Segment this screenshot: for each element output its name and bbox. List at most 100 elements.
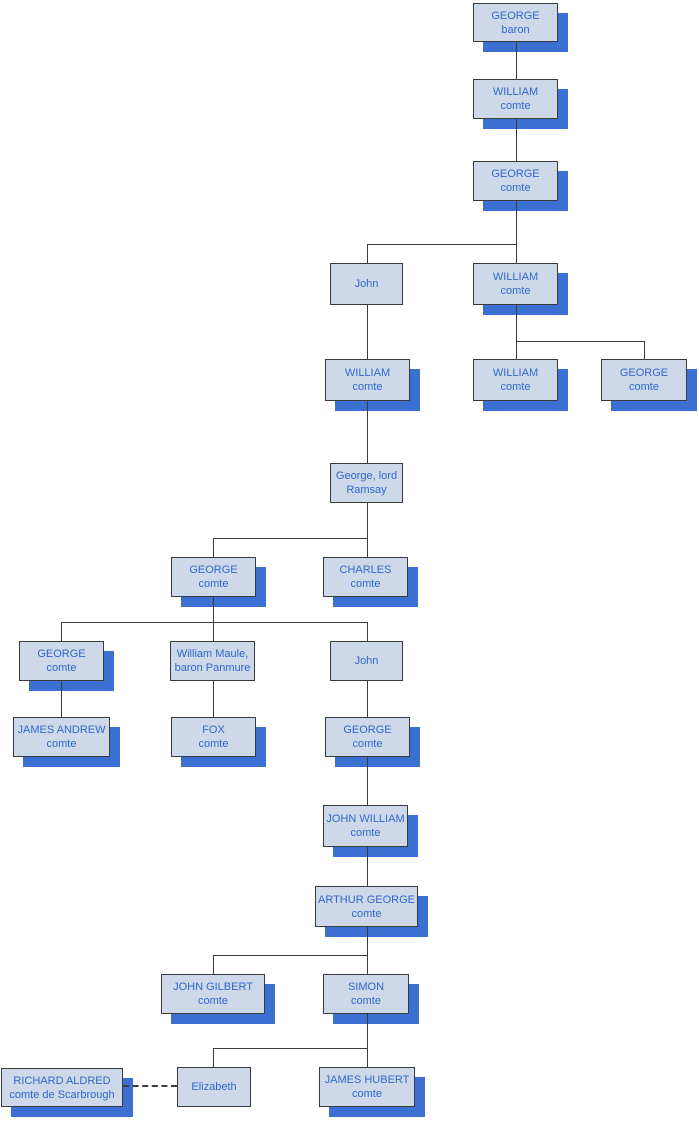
tree-connector	[367, 1048, 368, 1067]
tree-connector	[213, 681, 214, 717]
person-title: comte	[500, 285, 531, 297]
node-george-comte-4[interactable]: GEORGE comte	[19, 641, 104, 681]
tree-connector	[516, 42, 517, 79]
tree-connector	[516, 305, 517, 341]
person-name: GEORGE	[619, 367, 669, 379]
node-elizabeth[interactable]: Elizabeth	[177, 1067, 251, 1107]
node-george-lord-ramsay[interactable]: George, lord Ramsay	[330, 463, 403, 503]
person-name: George, lord	[335, 470, 398, 482]
person-title: comte	[352, 738, 383, 750]
node-john-william-comte[interactable]: JOHN WILLIAM comte	[323, 805, 408, 847]
tree-connector	[61, 681, 62, 717]
tree-connector	[213, 1048, 368, 1049]
person-title: comte	[352, 1088, 382, 1100]
person-name: GEORGE	[37, 648, 86, 660]
tree-connector	[213, 1048, 214, 1067]
tree-connector	[367, 847, 368, 886]
tree-connector	[367, 1014, 368, 1048]
node-james-andrew-comte[interactable]: JAMES ANDREW comte	[13, 717, 110, 757]
node-arthur-george-comte[interactable]: ARTHUR GEORGE comte	[315, 886, 418, 927]
tree-connector	[367, 927, 368, 955]
tree-connector	[367, 244, 517, 245]
node-george-baron[interactable]: GEORGE baron	[473, 3, 558, 42]
node-william-comte-3[interactable]: WILLIAM comte	[325, 359, 410, 401]
person-name: WILLIAM	[492, 86, 539, 98]
node-richard-aldred-comte-de-scarbrough[interactable]: RICHARD ALDRED comte de Scarbrough	[1, 1068, 123, 1107]
person-title: comte	[352, 381, 383, 393]
person-title: comte	[46, 662, 77, 674]
person-title: comte	[198, 578, 229, 590]
node-john-gilbert-comte[interactable]: JOHN GILBERT comte	[161, 974, 265, 1014]
node-william-comte-2[interactable]: WILLIAM comte	[473, 263, 558, 305]
person-title: comte de Scarbrough	[9, 1088, 115, 1101]
tree-connector	[367, 401, 368, 463]
tree-connector	[367, 244, 368, 263]
node-john-2[interactable]: John	[330, 641, 403, 681]
person-name: RICHARD ALDRED	[13, 1074, 111, 1087]
tree-connector	[516, 341, 517, 359]
person-name: CHARLES	[339, 564, 392, 576]
person-name: FOX	[202, 724, 225, 736]
tree-connector	[367, 503, 368, 538]
node-william-comte-1[interactable]: WILLIAM comte	[473, 79, 558, 119]
tree-connector	[644, 341, 645, 359]
node-charles-comte[interactable]: CHARLES comte	[323, 557, 408, 597]
person-title: baron Panmure	[174, 662, 251, 674]
tree-connector	[367, 622, 368, 641]
node-william-maule-baron-panmure[interactable]: William Maule, baron Panmure	[170, 641, 255, 681]
tree-connector	[367, 955, 368, 974]
tree-connector	[213, 955, 214, 974]
tree-connector	[516, 119, 517, 161]
person-title: comte	[198, 995, 228, 1007]
person-title: comte	[500, 182, 531, 194]
person-title: comte	[350, 827, 381, 839]
person-title: comte	[198, 738, 229, 750]
person-name: John	[354, 278, 379, 290]
person-name: John	[354, 655, 379, 667]
person-title: Ramsay	[346, 484, 387, 496]
tree-connector	[213, 597, 214, 641]
marriage-connector	[123, 1085, 177, 1087]
node-george-comte-1[interactable]: GEORGE comte	[473, 161, 558, 201]
person-name: WILLIAM	[492, 271, 539, 283]
tree-connector	[516, 200, 517, 244]
node-george-comte-3[interactable]: GEORGE comte	[171, 557, 256, 597]
person-name: JOHN GILBERT	[173, 981, 253, 993]
node-james-hubert-comte[interactable]: JAMES HUBERT comte	[319, 1067, 415, 1107]
person-name: William Maule,	[176, 648, 249, 660]
node-george-comte-2[interactable]: GEORGE comte	[601, 359, 687, 401]
person-name: GEORGE	[491, 168, 540, 180]
person-name: JAMES ANDREW	[17, 724, 106, 736]
tree-connector	[367, 305, 368, 359]
tree-connector	[61, 622, 62, 641]
tree-connector	[61, 622, 368, 623]
person-name: WILLIAM	[344, 367, 391, 379]
tree-connector	[516, 244, 517, 263]
node-william-comte-4[interactable]: WILLIAM comte	[473, 359, 558, 401]
person-title: comte	[500, 100, 531, 112]
person-name: WILLIAM	[492, 367, 539, 379]
person-name: GEORGE	[491, 9, 540, 22]
person-name: SIMON	[347, 981, 385, 993]
person-name: JOHN WILLIAM	[326, 813, 405, 825]
node-simon-comte[interactable]: SIMON comte	[323, 974, 409, 1014]
tree-connector	[213, 538, 368, 539]
node-john-1[interactable]: John	[330, 263, 403, 305]
person-title: comte	[351, 995, 381, 1007]
tree-connector	[516, 341, 645, 342]
person-title: comte	[500, 381, 531, 393]
person-name: ARTHUR GEORGE	[318, 893, 415, 906]
tree-connector	[213, 955, 368, 956]
person-name: GEORGE	[189, 564, 238, 576]
person-name: Elizabeth	[191, 1081, 237, 1093]
person-title: comte	[350, 578, 381, 590]
person-title: baron	[501, 23, 530, 36]
person-name: GEORGE	[343, 724, 392, 736]
person-title: comte	[629, 381, 659, 393]
person-title: comte	[46, 738, 77, 750]
person-name: JAMES HUBERT	[324, 1074, 410, 1086]
node-fox-comte[interactable]: FOX comte	[171, 717, 256, 757]
node-george-comte-5[interactable]: GEORGE comte	[325, 717, 410, 757]
tree-connector	[213, 538, 214, 557]
